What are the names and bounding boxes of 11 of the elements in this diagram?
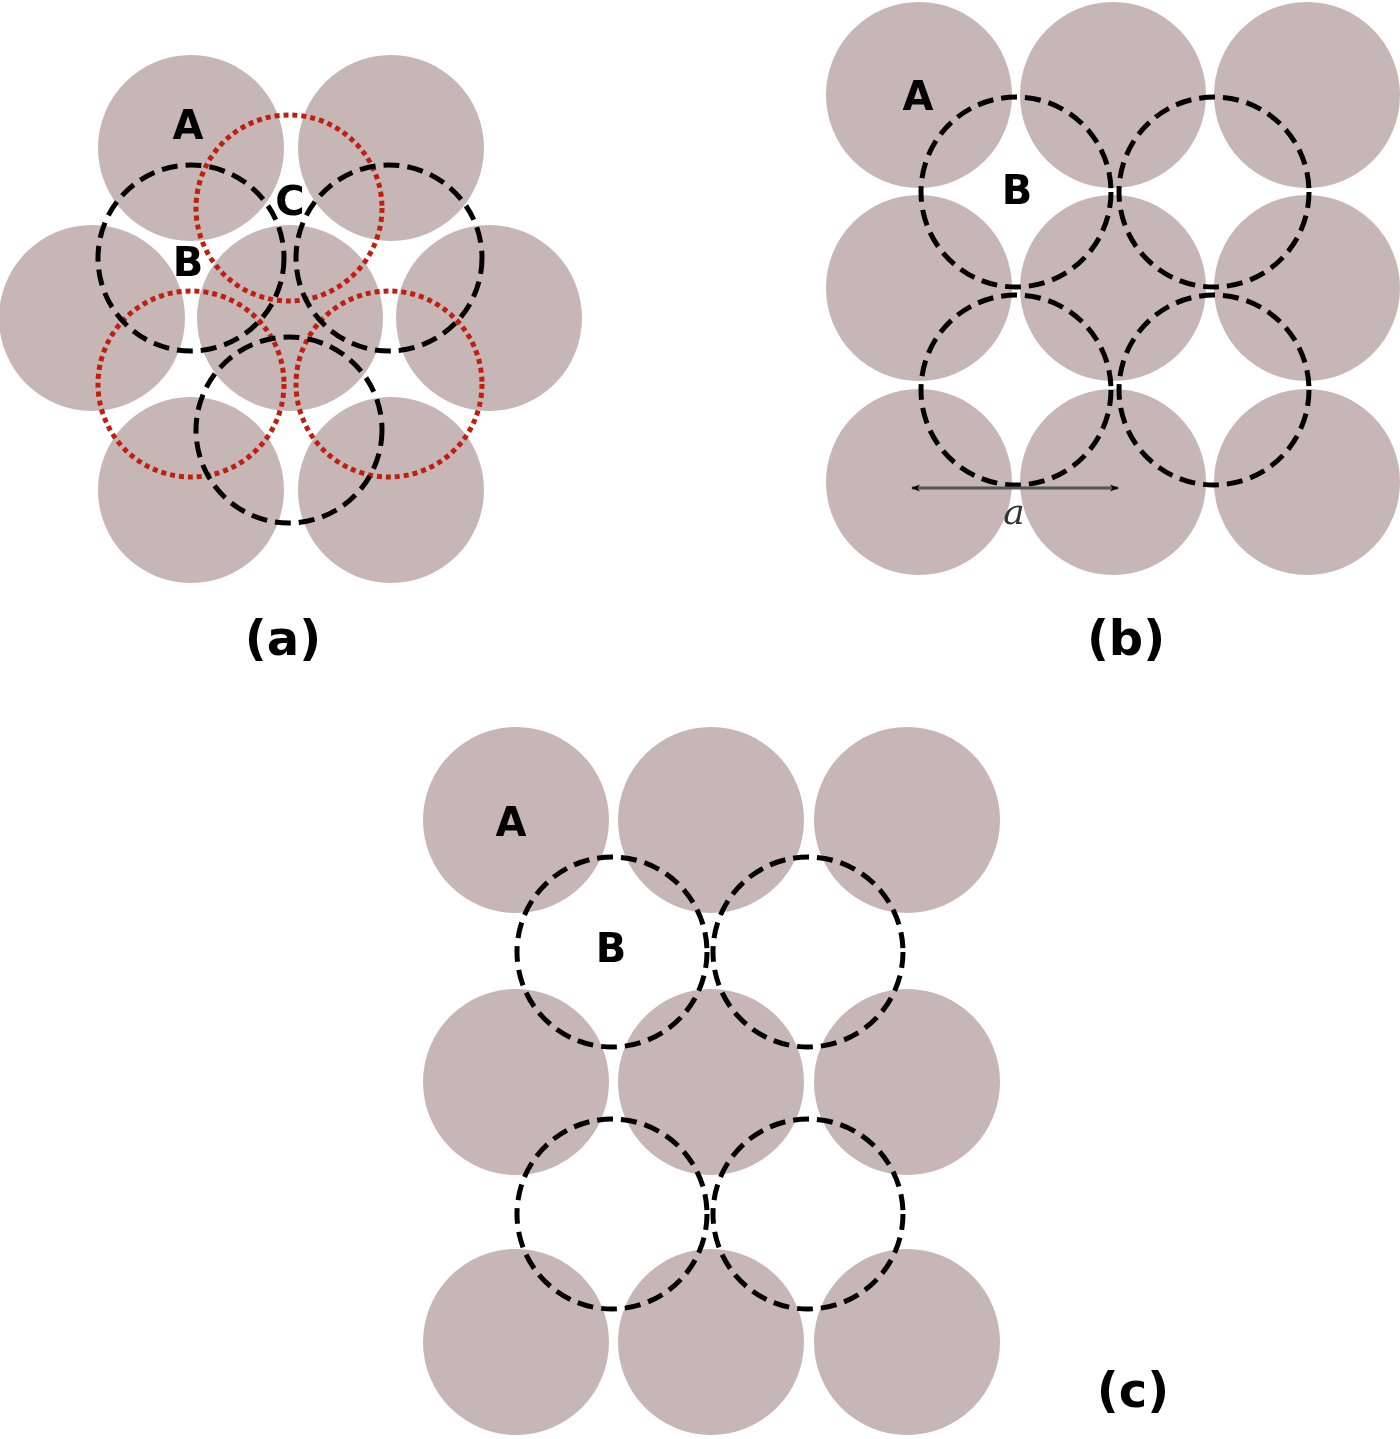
dimension-label: a bbox=[1003, 494, 1025, 530]
layer-label: C bbox=[275, 181, 305, 221]
layer-label: A bbox=[172, 105, 204, 145]
panel-label: (a) bbox=[244, 614, 322, 662]
layer-label: A bbox=[495, 802, 527, 842]
panel-label: (b) bbox=[1086, 614, 1166, 662]
layer-label: B bbox=[1001, 170, 1033, 210]
panel-label: (c) bbox=[1096, 1366, 1170, 1414]
layer-label: B bbox=[172, 242, 204, 282]
layer-label: A bbox=[902, 76, 934, 116]
layer-label: B bbox=[595, 928, 627, 968]
